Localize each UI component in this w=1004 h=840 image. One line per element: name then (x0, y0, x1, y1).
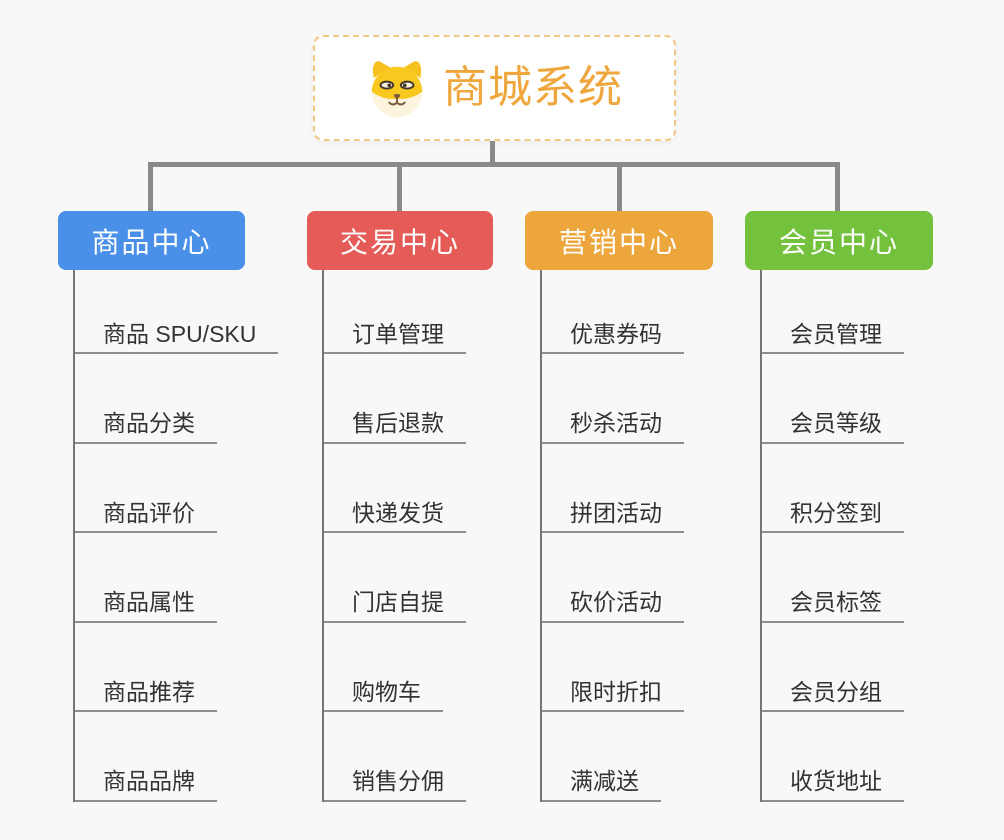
leaf-label: 销售分佣 (352, 768, 444, 795)
leaf-node-3-3[interactable]: 拼团活动 (540, 497, 684, 533)
branch-header-4[interactable]: 会员中心 (745, 211, 933, 270)
leaf-label: 会员管理 (790, 320, 882, 347)
root-title: 商城系统 (443, 63, 623, 112)
leaf-node-3-2[interactable]: 秒杀活动 (540, 408, 684, 444)
leaf-label: 会员标签 (790, 589, 882, 616)
branch-items: 优惠券码 秒杀活动 拼团活动 砍价活动 限时折扣 满减送 (540, 270, 684, 802)
branch-4: 会员中心 会员管理 会员等级 积分签到 会员标签 会员分组 收货地址 (745, 211, 933, 802)
leaf-node-2-1[interactable]: 订单管理 (322, 318, 466, 354)
connector-drop-product (148, 162, 153, 211)
leaf-label: 售后退款 (352, 410, 444, 437)
branch-items: 订单管理 售后退款 快递发货 门店自提 购物车 销售分佣 (322, 270, 466, 802)
leaf-label: 购物车 (352, 678, 421, 705)
connector-drop-marketing (617, 162, 622, 211)
branch-1: 商品中心 商品 SPU/SKU 商品分类 商品评价 商品属性 商品推荐 商品品牌 (58, 211, 279, 802)
leaf-node-1-6[interactable]: 商品品牌 (73, 766, 217, 802)
leaf-node-1-3[interactable]: 商品评价 (73, 497, 217, 533)
leaf-label: 商品属性 (103, 589, 195, 616)
leaf-node-1-5[interactable]: 商品推荐 (73, 676, 217, 712)
tree-rail-line (540, 270, 542, 802)
leaf-label: 收货地址 (790, 768, 882, 795)
leaf-node-1-1[interactable]: 商品 SPU/SKU (73, 318, 279, 354)
leaf-label: 满减送 (570, 768, 639, 795)
leaf-node-4-5[interactable]: 会员分组 (760, 676, 904, 712)
branch-header-1[interactable]: 商品中心 (58, 211, 245, 270)
leaf-label: 快递发货 (352, 499, 444, 526)
leaf-node-2-2[interactable]: 售后退款 (322, 408, 466, 444)
tree-rail-line (73, 270, 75, 802)
leaf-node-2-4[interactable]: 门店自提 (322, 587, 466, 623)
connector-drop-member (835, 162, 840, 211)
branch-items: 商品 SPU/SKU 商品分类 商品评价 商品属性 商品推荐 商品品牌 (73, 270, 279, 802)
root-node-mall-system[interactable]: 商城系统 (313, 35, 676, 141)
leaf-label: 会员等级 (790, 410, 882, 437)
leaf-label: 商品品牌 (103, 768, 195, 795)
connector-horizontal (148, 162, 840, 167)
connector-drop-trade (397, 162, 402, 211)
branch-2: 交易中心 订单管理 售后退款 快递发货 门店自提 购物车 销售分佣 (307, 211, 493, 802)
connector-root-drop (490, 141, 495, 164)
leaf-label: 砍价活动 (570, 589, 662, 616)
leaf-node-2-5[interactable]: 购物车 (322, 676, 443, 712)
branch-header-2[interactable]: 交易中心 (307, 211, 493, 270)
dog-face-icon (371, 61, 423, 118)
leaf-label: 会员分组 (790, 678, 882, 705)
branch-label: 营销中心 (558, 226, 679, 258)
leaf-label: 商品 SPU/SKU (103, 320, 257, 347)
branch-3: 营销中心 优惠券码 秒杀活动 拼团活动 砍价活动 限时折扣 满减送 (525, 211, 713, 802)
leaf-label: 商品推荐 (103, 678, 195, 705)
leaf-label: 门店自提 (352, 589, 444, 616)
leaf-label: 订单管理 (352, 320, 444, 347)
leaf-label: 商品分类 (103, 410, 195, 437)
tree-rail-line (760, 270, 762, 802)
leaf-label: 秒杀活动 (570, 410, 662, 437)
leaf-node-1-4[interactable]: 商品属性 (73, 587, 217, 623)
leaf-node-3-1[interactable]: 优惠券码 (540, 318, 684, 354)
branch-header-3[interactable]: 营销中心 (525, 211, 713, 270)
tree-rail-line (322, 270, 324, 802)
leaf-label: 拼团活动 (570, 499, 662, 526)
branch-items: 会员管理 会员等级 积分签到 会员标签 会员分组 收货地址 (760, 270, 904, 802)
leaf-label: 商品评价 (103, 499, 195, 526)
leaf-node-3-5[interactable]: 限时折扣 (540, 676, 684, 712)
branch-label: 商品中心 (91, 226, 212, 258)
leaf-node-4-1[interactable]: 会员管理 (760, 318, 904, 354)
leaf-node-2-3[interactable]: 快递发货 (322, 497, 466, 533)
leaf-node-3-6[interactable]: 满减送 (540, 766, 661, 802)
leaf-node-2-6[interactable]: 销售分佣 (322, 766, 466, 802)
branch-label: 交易中心 (339, 226, 460, 258)
branch-label: 会员中心 (778, 226, 899, 258)
leaf-node-4-3[interactable]: 积分签到 (760, 497, 904, 533)
leaf-label: 积分签到 (790, 499, 882, 526)
leaf-label: 限时折扣 (570, 678, 662, 705)
leaf-node-4-4[interactable]: 会员标签 (760, 587, 904, 623)
leaf-node-4-2[interactable]: 会员等级 (760, 408, 904, 444)
leaf-label: 优惠券码 (570, 320, 662, 347)
leaf-node-1-2[interactable]: 商品分类 (73, 408, 217, 444)
leaf-node-4-6[interactable]: 收货地址 (760, 766, 904, 802)
leaf-node-3-4[interactable]: 砍价活动 (540, 587, 684, 623)
